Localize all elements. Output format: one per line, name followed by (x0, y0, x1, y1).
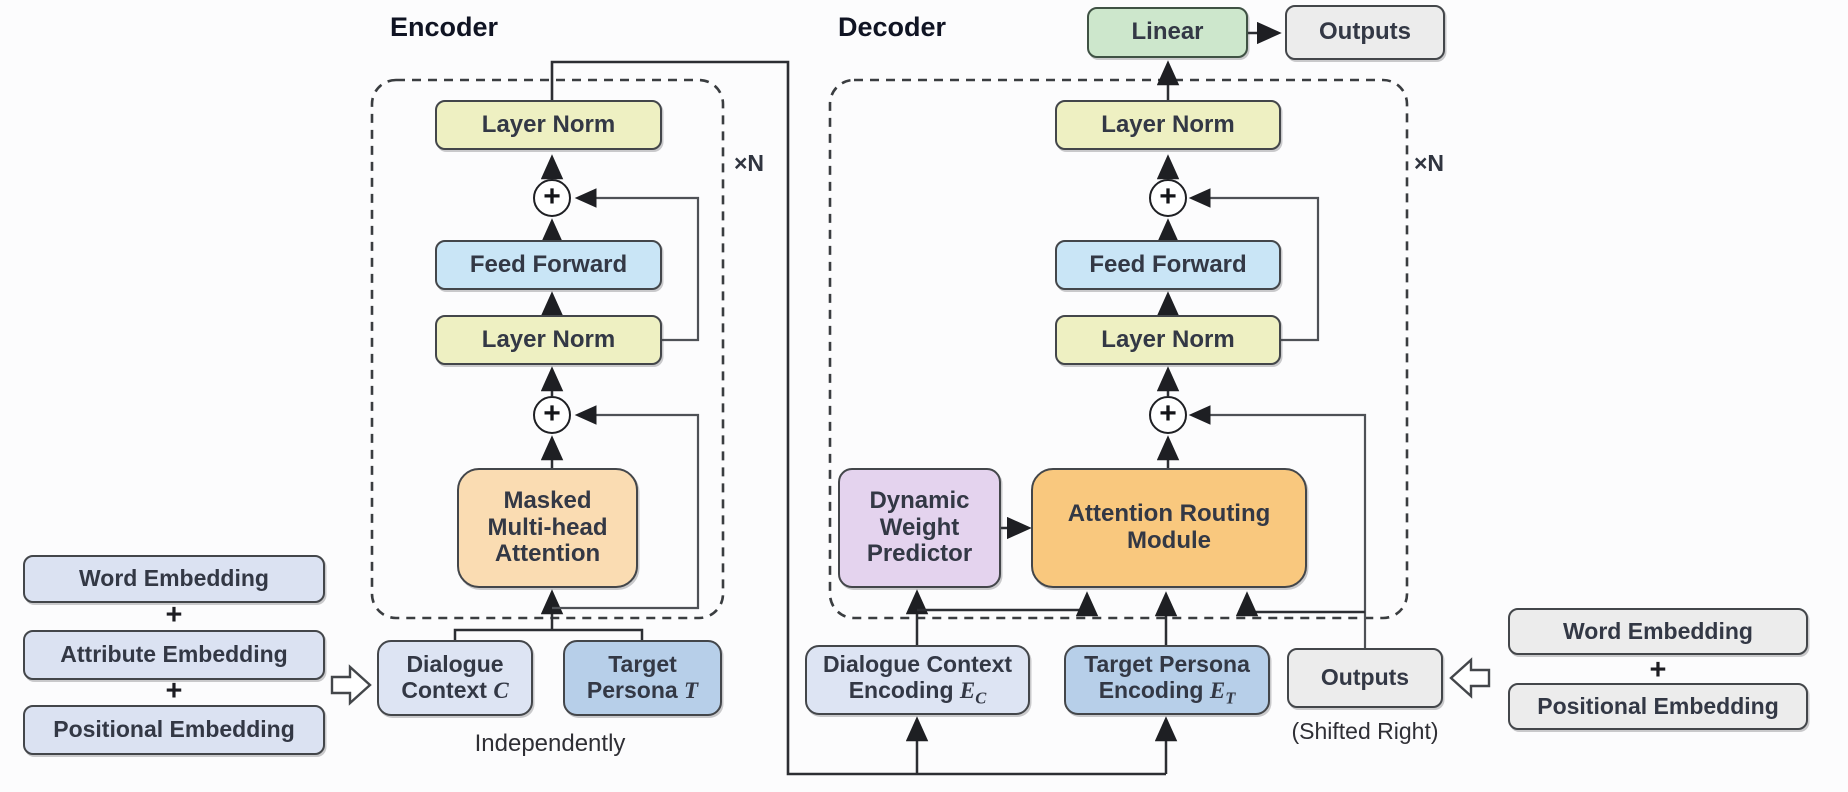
right-positional-embedding-box: Positional Embedding (1508, 683, 1808, 730)
dce-to-arm-arrow (917, 591, 1099, 617)
shifted-input-flow-arrow-icon (1449, 657, 1491, 699)
dialogue-context-encoding-box: Dialogue Context Encoding EC (805, 645, 1030, 715)
encoder-output-line (550, 60, 1166, 776)
outputs-top-box: Outputs (1285, 5, 1445, 60)
encoder-feed-forward-box: Feed Forward (435, 240, 662, 290)
decoder-add-icon-bottom: + (1149, 396, 1187, 434)
encoder-layer-norm-mid-box: Layer Norm (435, 315, 662, 365)
encoder-layer-norm-top-box: Layer Norm (435, 100, 662, 150)
left-word-embedding-box: Word Embedding (23, 555, 325, 603)
decoder-repeat-badge: ×N (1414, 150, 1445, 176)
decoder-loop-box (828, 78, 1409, 620)
persona-encoding-symbol: E (1209, 677, 1226, 703)
target-persona-box: Target Persona T (563, 640, 722, 716)
outputs-shifted-box: Outputs (1287, 648, 1443, 708)
attribute-embedding-box: Attribute Embedding (23, 630, 325, 680)
left-plus-2: + (165, 675, 183, 707)
encoder-residual-lower (552, 405, 700, 610)
context-symbol: C (493, 678, 509, 703)
encoder-add-icon-bottom: + (533, 396, 571, 434)
left-positional-embedding-box: Positional Embedding (23, 705, 325, 755)
outputs-riser-residual (1188, 405, 1367, 648)
linear-box: Linear (1087, 7, 1248, 58)
decoder-title: Decoder (838, 12, 947, 42)
decoder-layer-norm-top-box: Layer Norm (1055, 100, 1281, 150)
encoder-add-icon-top: + (533, 179, 571, 217)
attention-routing-module-box: Attention Routing Module (1031, 468, 1307, 588)
masked-multi-head-attention-box: Masked Multi-head Attention (457, 468, 638, 588)
outputs-to-arm-arrow (1235, 591, 1365, 617)
target-persona-encoding-box: Target Persona Encoding ET (1064, 645, 1270, 715)
decoder-layer-norm-mid-box: Layer Norm (1055, 315, 1281, 365)
encoder-residual-upper (574, 188, 700, 342)
decoder-feed-forward-box: Feed Forward (1055, 240, 1281, 290)
right-plus: + (1649, 654, 1667, 686)
decoder-residual-upper (1188, 188, 1320, 342)
left-input-flow-arrow-icon (330, 664, 372, 706)
shifted-right-note: (Shifted Right) (1291, 718, 1439, 744)
right-word-embedding-box: Word Embedding (1508, 608, 1808, 655)
independently-note: Independently (474, 730, 626, 757)
encoder-repeat-badge: ×N (734, 150, 765, 176)
encoder-input-merge-line (453, 628, 644, 642)
decoder-add-icon-top: + (1149, 179, 1187, 217)
encoder-title: Encoder (390, 12, 499, 42)
encoder-loop-box (370, 78, 725, 620)
persona-symbol: T (684, 678, 699, 703)
dialogue-context-box: Dialogue Context C (377, 640, 533, 716)
dynamic-weight-predictor-box: Dynamic Weight Predictor (838, 468, 1001, 588)
left-plus-1: + (165, 599, 183, 631)
context-encoding-symbol: E (959, 677, 976, 703)
